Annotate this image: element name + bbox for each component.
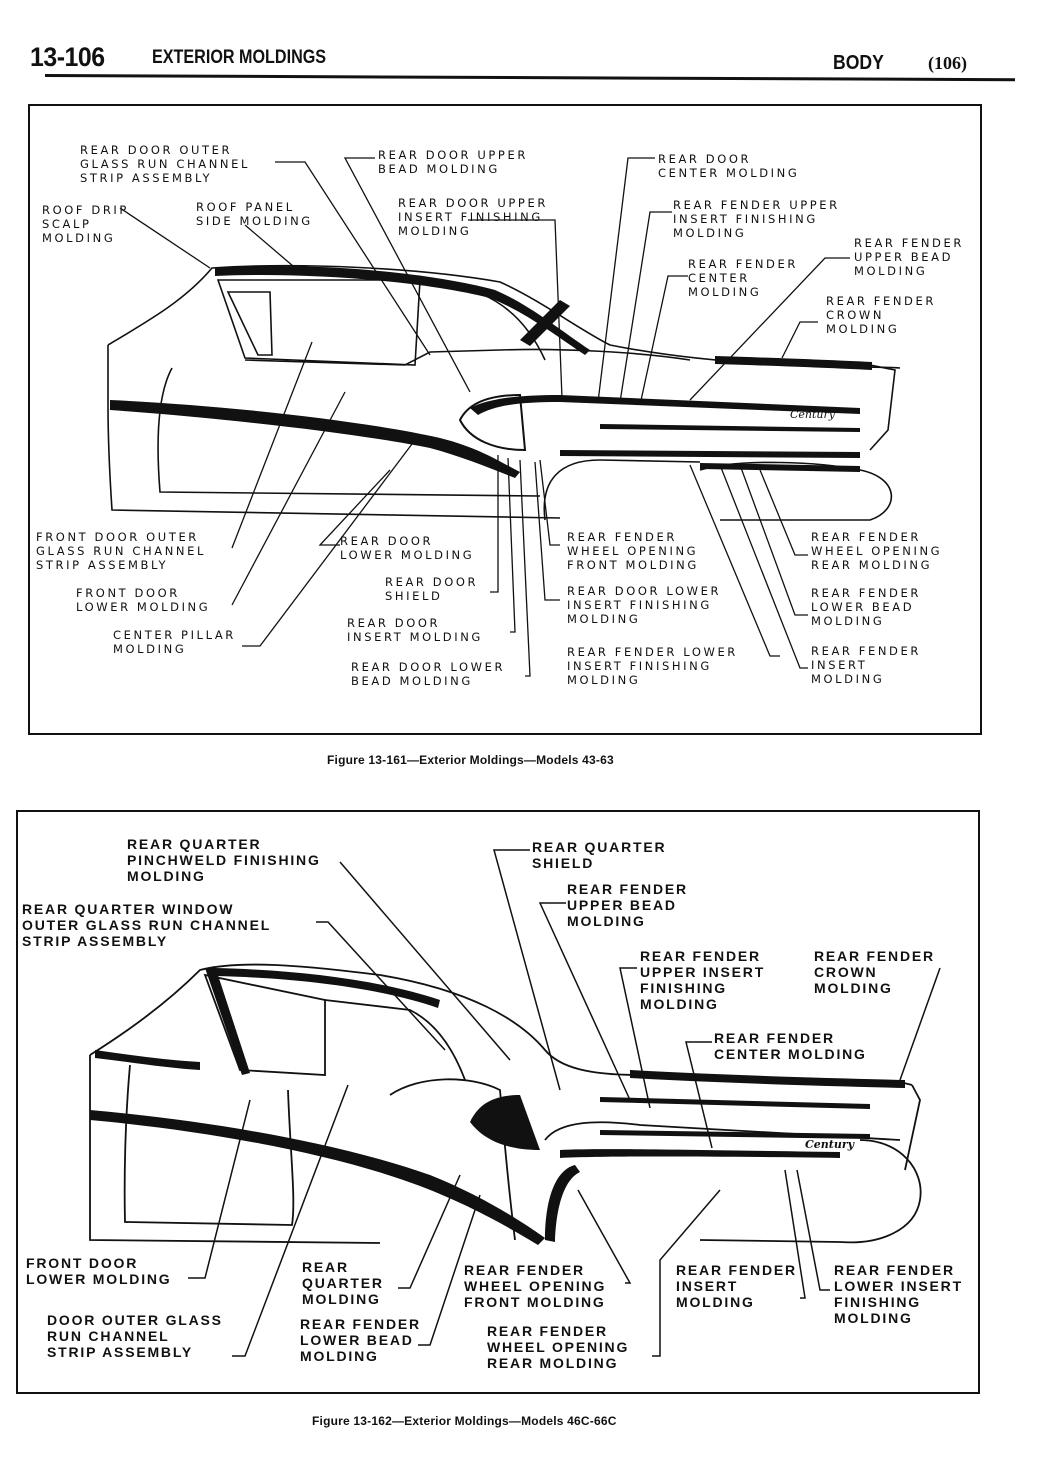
label-door-outer-glass-run-channel: DOOR OUTER GLASS RUN CHANNEL STRIP ASSEM… <box>47 1312 223 1360</box>
label-front-door-lower-molding: FRONT DOOR LOWER MOLDING <box>26 1255 172 1287</box>
label-rear-door-lower-molding: REAR DOOR LOWER MOLDING <box>340 534 475 562</box>
label-rear-fender-upper-insert-finishing: REAR FENDER UPPER INSERT FINISHING MOLDI… <box>640 948 766 1012</box>
figure-2-caption: Figure 13-162—Exterior Moldings—Models 4… <box>312 1414 617 1428</box>
label-rear-fender-wheel-opening-front: REAR FENDER WHEEL OPENING FRONT MOLDING <box>567 530 699 572</box>
label-rear-door-upper-insert-finishing: REAR DOOR UPPER INSERT FINISHING MOLDING <box>398 196 548 238</box>
leader-lines <box>119 157 850 677</box>
label-rear-quarter-window-outer-glass-run: REAR QUARTER WINDOW OUTER GLASS RUN CHAN… <box>22 901 272 949</box>
figure-1-caption: Figure 13-161—Exterior Moldings—Models 4… <box>327 753 614 767</box>
spear-ornament <box>458 393 527 452</box>
label-rear-door-lower-bead-molding: REAR DOOR LOWER BEAD MOLDING <box>351 660 506 688</box>
label-rear-door-lower-insert-finishing: REAR DOOR LOWER INSERT FINISHING MOLDING <box>567 584 722 626</box>
spear-ornament <box>470 1095 540 1150</box>
script-badge-text: Century <box>790 408 836 421</box>
car-body-outline <box>89 963 922 1244</box>
label-rear-fender-wheel-opening-rear: REAR FENDER WHEEL OPENING REAR MOLDING <box>487 1323 630 1371</box>
label-rear-fender-center-molding: REAR FENDER CENTER MOLDING <box>714 1030 867 1062</box>
label-rear-fender-upper-bead-molding: REAR FENDER UPPER BEAD MOLDING <box>567 881 688 929</box>
label-rear-door-shield: REAR DOOR SHIELD <box>385 575 479 603</box>
label-rear-door-outer-glass-run-channel: REAR DOOR OUTER GLASS RUN CHANNEL STRIP … <box>80 143 250 185</box>
label-rear-quarter-molding: REAR QUARTER MOLDING <box>302 1259 384 1307</box>
label-rear-fender-center-molding: REAR FENDER CENTER MOLDING <box>688 257 798 299</box>
figure-1-frame <box>28 104 982 735</box>
molding-strips <box>90 966 905 1245</box>
label-center-pillar-molding: CENTER PILLAR MOLDING <box>113 628 236 656</box>
label-rear-fender-wheel-opening-front: REAR FENDER WHEEL OPENING FRONT MOLDING <box>464 1262 607 1310</box>
label-front-door-lower-molding: FRONT DOOR LOWER MOLDING <box>76 586 211 614</box>
label-rear-fender-insert-molding: REAR FENDER INSERT MOLDING <box>811 644 921 686</box>
label-roof-drip-scalp-molding: ROOF DRIP SCALP MOLDING <box>42 203 129 245</box>
label-rear-fender-lower-bead-molding: REAR FENDER LOWER BEAD MOLDING <box>300 1316 421 1364</box>
label-rear-fender-upper-insert-finishing: REAR FENDER UPPER INSERT FINISHING MOLDI… <box>673 198 840 240</box>
label-rear-fender-crown-molding: REAR FENDER CROWN MOLDING <box>826 294 936 336</box>
label-rear-fender-lower-insert-finishing: REAR FENDER LOWER INSERT FINISHING MOLDI… <box>567 645 738 687</box>
label-rear-fender-crown-molding: REAR FENDER CROWN MOLDING <box>814 948 935 996</box>
label-front-door-outer-glass-run-channel: FRONT DOOR OUTER GLASS RUN CHANNEL STRIP… <box>36 530 206 572</box>
label-rear-fender-lower-insert-finishing: REAR FENDER LOWER INSERT FINISHING MOLDI… <box>834 1262 963 1326</box>
label-rear-quarter-pinchweld-finishing: REAR QUARTER PINCHWELD FINISHING MOLDING <box>127 836 321 884</box>
molding-strips <box>110 266 872 478</box>
group-title: BODY <box>833 52 884 74</box>
label-rear-fender-wheel-opening-rear: REAR FENDER WHEEL OPENING REAR MOLDING <box>811 530 943 572</box>
page-number: 13-106 <box>30 42 105 72</box>
leader-lines <box>188 849 941 1357</box>
label-rear-fender-insert-molding: REAR FENDER INSERT MOLDING <box>676 1262 797 1310</box>
label-rear-door-upper-bead-molding: REAR DOOR UPPER BEAD MOLDING <box>378 148 528 176</box>
section-title: EXTERIOR MOLDINGS <box>152 47 327 68</box>
label-rear-door-insert-molding: REAR DOOR INSERT MOLDING <box>347 616 483 644</box>
label-rear-fender-upper-bead-molding: REAR FENDER UPPER BEAD MOLDING <box>854 236 964 278</box>
label-rear-door-center-molding: REAR DOOR CENTER MOLDING <box>658 152 800 180</box>
label-rear-quarter-shield: REAR QUARTER SHIELD <box>532 839 667 871</box>
script-badge-text: Century <box>805 1138 856 1151</box>
label-roof-panel-side-molding: ROOF PANEL SIDE MOLDING <box>196 200 313 228</box>
page-header: 13-106 EXTERIOR MOLDINGS BODY (106) <box>30 40 1015 82</box>
page-ref: (106) <box>928 53 967 73</box>
figure-2-frame <box>16 810 980 1394</box>
label-rear-fender-lower-bead-molding: REAR FENDER LOWER BEAD MOLDING <box>811 586 921 628</box>
